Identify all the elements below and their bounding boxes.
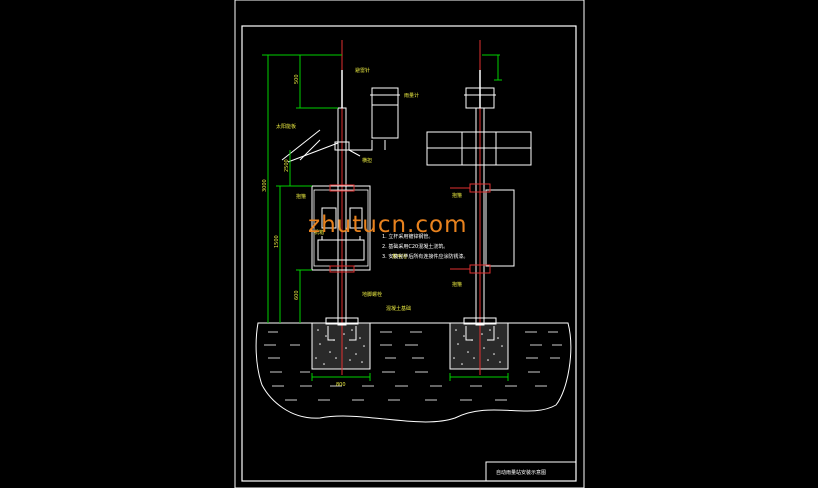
title-block-text: 自动雨量站安装示意图 — [496, 469, 546, 476]
ground-profile — [255, 322, 572, 423]
soil-hatching — [264, 331, 562, 401]
dim-top: 500 — [294, 74, 300, 84]
dim-mid: 2500 — [284, 159, 290, 172]
note-1: 1. 立杆采用镀锌钢管。 — [382, 233, 433, 240]
battery — [317, 239, 365, 261]
note-3: 3. 安装完毕后所有连接件应涂防锈漆。 — [382, 253, 468, 260]
right-cabinet — [485, 189, 515, 267]
dim-cabinet-height: 1500 — [274, 235, 280, 248]
foundation-label: 混凝土基础 — [386, 305, 411, 312]
ground-bolt-label: 地脚螺栓 — [362, 291, 382, 298]
left-cabinet — [311, 185, 371, 271]
right-dimension-lines — [482, 54, 502, 81]
left-foundation — [311, 322, 371, 370]
clamp-label: 抱箍 — [296, 193, 306, 200]
sheet-outer-border — [234, 0, 585, 488]
right-foundation — [449, 322, 509, 370]
sheet-inner-border — [241, 25, 577, 482]
foundation-dims — [311, 373, 509, 381]
lightning-rod-label: 避雷针 — [355, 67, 370, 74]
left-pole-assembly — [281, 40, 400, 375]
note-2: 2. 基础采用C20混凝土浇筑。 — [382, 243, 448, 250]
solar-panel-label: 太阳能板 — [276, 123, 296, 130]
dim-foundation-width: 800 — [336, 382, 346, 388]
right-clamp-upper-label: 抱箍 — [452, 192, 462, 199]
dim-lower: 600 — [294, 290, 300, 300]
left-dimension-lines — [262, 54, 342, 323]
battery-label: 蓄电池 — [392, 253, 407, 260]
rain-gauge-label: 雨量计 — [404, 92, 419, 99]
dim-overall: 3000 — [262, 179, 268, 192]
watermark: zhutucn.com — [308, 212, 467, 238]
cabinet-label: 机箱 — [314, 229, 324, 236]
title-block — [485, 461, 577, 482]
crossarm-label: 横担 — [362, 157, 372, 164]
right-pole-assembly — [426, 40, 532, 375]
rain-gauge — [371, 87, 399, 139]
right-clamp-lower-label: 抱箍 — [452, 281, 462, 288]
